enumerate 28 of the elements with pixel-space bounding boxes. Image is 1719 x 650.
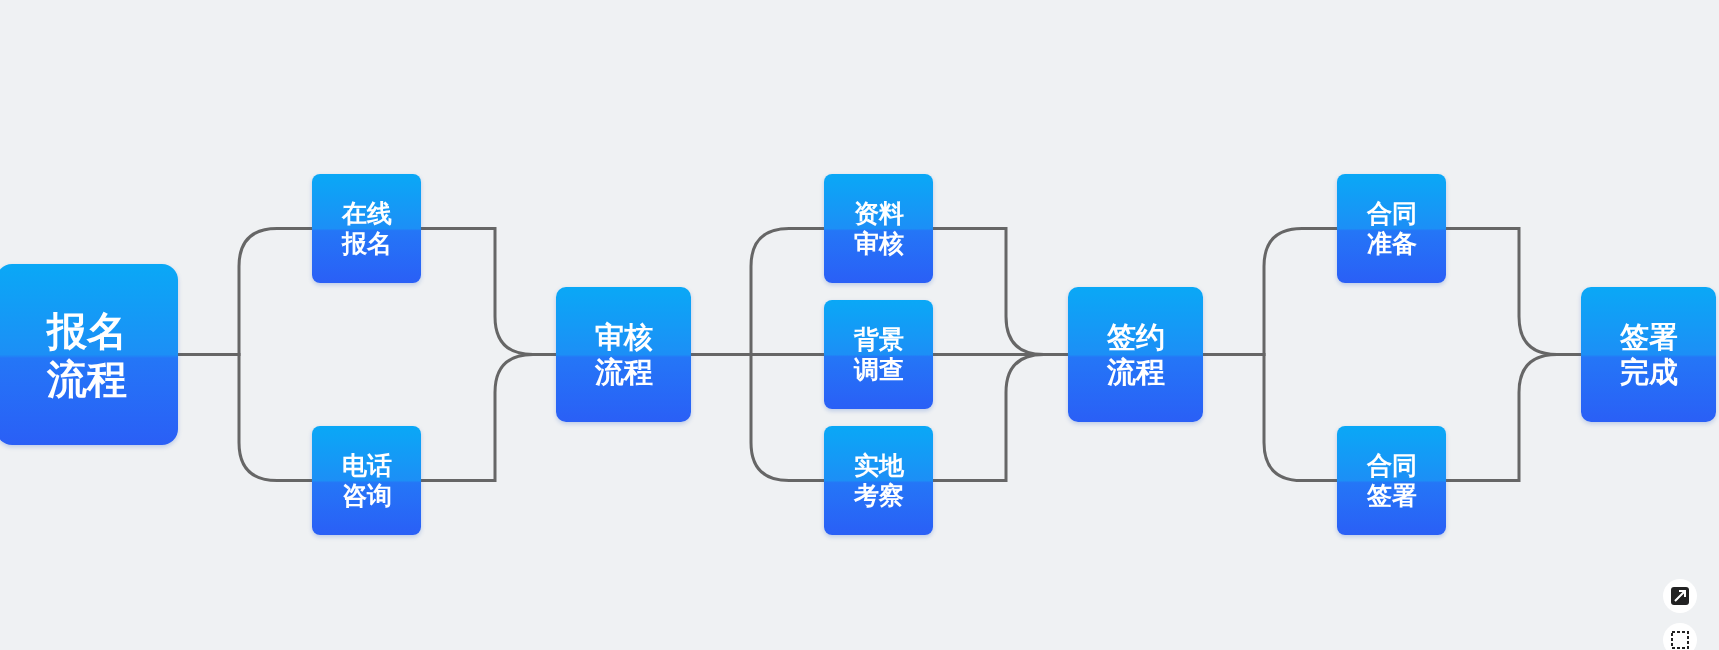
node-label: 实地考察 xyxy=(853,450,904,511)
process-box xyxy=(1068,287,1203,422)
node-label: 报名流程 xyxy=(47,306,127,403)
connector-line xyxy=(691,353,824,482)
process-box xyxy=(1581,287,1716,422)
process-box xyxy=(312,174,421,283)
node-label: 电话咨询 xyxy=(341,450,392,511)
node-label: 审核流程 xyxy=(594,319,653,390)
node-label: 合同签署 xyxy=(1366,450,1417,511)
node-label: 签署完成 xyxy=(1619,319,1678,390)
connector-line xyxy=(421,353,556,482)
node-label: 签约流程 xyxy=(1106,319,1165,390)
connector-line xyxy=(178,353,312,482)
process-box xyxy=(312,426,421,535)
node-label: 背景调查 xyxy=(853,324,904,385)
process-box xyxy=(824,174,933,283)
node-label: 资料审核 xyxy=(853,198,904,259)
node-label: 合同准备 xyxy=(1366,198,1417,259)
process-box xyxy=(824,426,933,535)
node-label: 在线报名 xyxy=(341,198,392,259)
connector-line xyxy=(1203,353,1337,482)
process-box xyxy=(556,287,691,422)
process-box xyxy=(0,264,178,445)
process-box xyxy=(1337,174,1446,283)
connector-line xyxy=(933,353,1068,482)
process-box xyxy=(1337,426,1446,535)
process-box xyxy=(824,300,933,409)
connector-line xyxy=(1446,353,1581,482)
